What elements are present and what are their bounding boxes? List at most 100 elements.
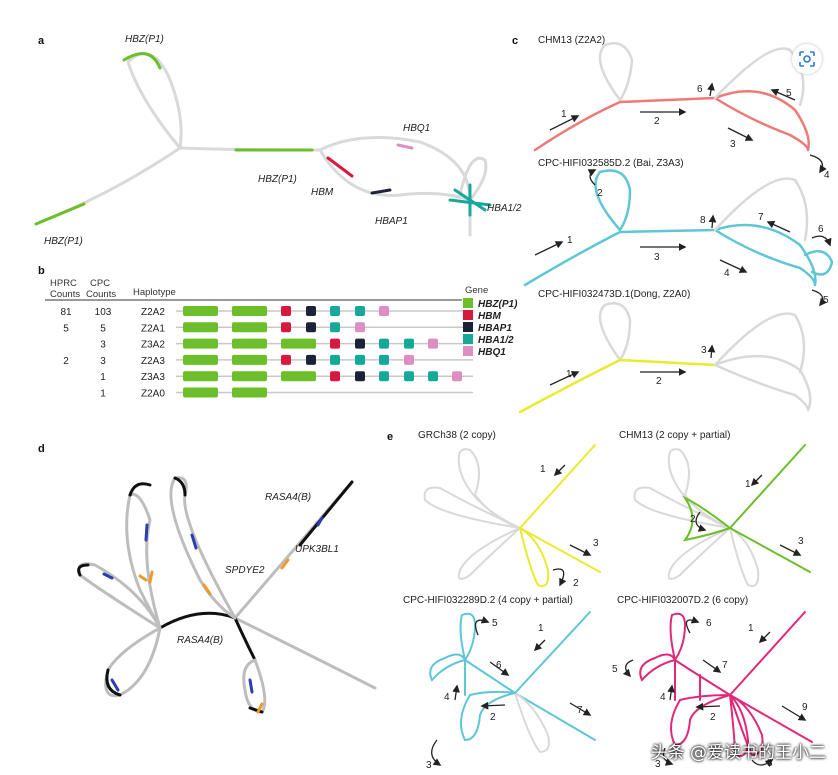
c1-num-4: 4 xyxy=(824,170,830,181)
gene-block xyxy=(306,322,316,333)
e2-arrow-3 xyxy=(779,544,802,556)
c2-num-4: 4 xyxy=(724,268,730,279)
gene-block xyxy=(428,338,438,349)
e4-arrow-2 xyxy=(695,702,721,711)
e3-title: CPC-HIFI032289D.2 (4 copy + partial) xyxy=(403,595,573,606)
label-hbz-mid: HBZ(P1) xyxy=(258,174,297,185)
lens-icon xyxy=(799,51,815,67)
e4-num-5: 5 xyxy=(612,664,618,675)
panel-d-marks xyxy=(102,516,324,714)
e4-title: CPC-HIFI032007D.2 (6 copy) xyxy=(617,595,748,606)
panel-a-letter: a xyxy=(38,35,45,47)
e3-graph xyxy=(429,611,596,754)
gene-block xyxy=(355,371,365,382)
gene-block xyxy=(428,371,438,382)
gene-block xyxy=(183,354,218,365)
e3-num-6: 6 xyxy=(496,660,502,671)
legend-hbz: HBZ(P1) xyxy=(478,299,518,310)
panel-d-graph xyxy=(77,476,377,714)
legend-hbm: HBM xyxy=(478,311,501,322)
watermark: 头条 @爱读书的王小二 xyxy=(650,743,826,763)
label-hbm: HBM xyxy=(311,187,334,198)
gene-block xyxy=(232,306,267,316)
gene-block xyxy=(355,322,365,333)
gene-block xyxy=(232,322,267,333)
c1-arrow-1 xyxy=(549,115,580,131)
e3-arrow-1 xyxy=(533,639,546,652)
e1-num-2: 2 xyxy=(573,578,579,589)
c1-title: CHM13 (Z2A2) xyxy=(538,35,605,46)
c1-graph xyxy=(533,42,810,152)
gene-block xyxy=(183,371,218,382)
hdr-gene: Gene xyxy=(465,285,488,296)
gene-block xyxy=(183,338,218,349)
e3-arrow-4 xyxy=(452,684,460,701)
hprc-count: 5 xyxy=(63,323,69,334)
e4-num-8: 8 xyxy=(767,758,773,769)
gene-block xyxy=(232,371,267,382)
c2-arrow-6 xyxy=(811,235,832,247)
gene-block xyxy=(330,371,340,382)
e1-num-3: 3 xyxy=(593,538,599,549)
e3-num-2: 2 xyxy=(490,712,496,723)
legend-swatch-hbz xyxy=(463,298,473,308)
e4-num-7: 7 xyxy=(722,660,728,671)
haplotype-name: Z3A3 xyxy=(141,372,165,383)
gene-block xyxy=(281,322,291,333)
label-hba12: HBA1/2 xyxy=(487,203,522,214)
legend-swatch-hbap1 xyxy=(463,322,473,332)
hbz-segment-left xyxy=(34,202,86,226)
e3-arrow-2 xyxy=(480,701,506,710)
haplotype-row: 1 Z3A3 xyxy=(100,371,473,383)
e4-arrow-1 xyxy=(758,631,771,644)
legend-hba12: HBA1/2 xyxy=(478,335,514,346)
hdr-hprc: HPRC xyxy=(50,278,77,289)
e4-num-9: 9 xyxy=(802,702,808,713)
e4-num-6: 6 xyxy=(706,618,712,629)
c1-num-5: 5 xyxy=(786,88,792,99)
hba12-segment xyxy=(448,183,492,217)
hdr-cpc: CPC xyxy=(90,278,110,289)
c1-num-1: 1 xyxy=(561,109,567,120)
e2-graph xyxy=(633,444,811,587)
panel-d-letter: d xyxy=(38,443,45,455)
gene-block xyxy=(355,338,365,349)
label-hbz-top: HBZ(P1) xyxy=(125,34,164,45)
panel-a-graph xyxy=(38,52,488,237)
c1-num-3: 3 xyxy=(730,139,736,150)
c2-arrow-1 xyxy=(534,241,564,256)
e4-arrow-4 xyxy=(667,684,675,701)
e4-num-1: 1 xyxy=(748,623,754,634)
haplotype-name: Z3A2 xyxy=(141,340,165,351)
gene-block xyxy=(355,354,365,365)
cpc-count: 3 xyxy=(100,340,106,351)
gene-block xyxy=(330,306,340,316)
e4-arrow-3 xyxy=(662,747,674,766)
gene-block xyxy=(404,371,414,382)
hdr-hprc-counts: Counts xyxy=(50,289,80,300)
e2-title: CHM13 (2 copy + partial) xyxy=(619,430,730,441)
e4-arrow-9 xyxy=(781,705,807,721)
gene-block xyxy=(330,322,340,333)
e3-arrow-7 xyxy=(569,702,592,716)
e1-arrow-2 xyxy=(552,568,567,587)
image-search-button[interactable] xyxy=(792,44,822,74)
panel-e: e GRCh38 (2 copy) 1 2 3 CHM13 (2 copy + … xyxy=(387,430,813,771)
c2-num-1: 1 xyxy=(567,235,573,246)
cpc-count: 1 xyxy=(100,372,106,383)
c2-num-2: 2 xyxy=(597,188,603,199)
gene-block xyxy=(281,306,291,316)
c2-num-7: 7 xyxy=(758,212,764,223)
e4-arrow-6 xyxy=(685,616,700,634)
label-rasa4b-top: RASA4(B) xyxy=(265,492,311,503)
gene-block xyxy=(281,338,316,349)
gene-legend: HBZ(P1) HBM HBAP1 HBA1/2 HBQ1 xyxy=(463,298,518,358)
e4-num-4: 4 xyxy=(660,692,666,703)
c2-arrow-8 xyxy=(708,214,717,229)
panel-c-letter: c xyxy=(512,35,518,47)
c2-num-5: 5 xyxy=(823,295,829,306)
e4-graph xyxy=(639,611,813,757)
